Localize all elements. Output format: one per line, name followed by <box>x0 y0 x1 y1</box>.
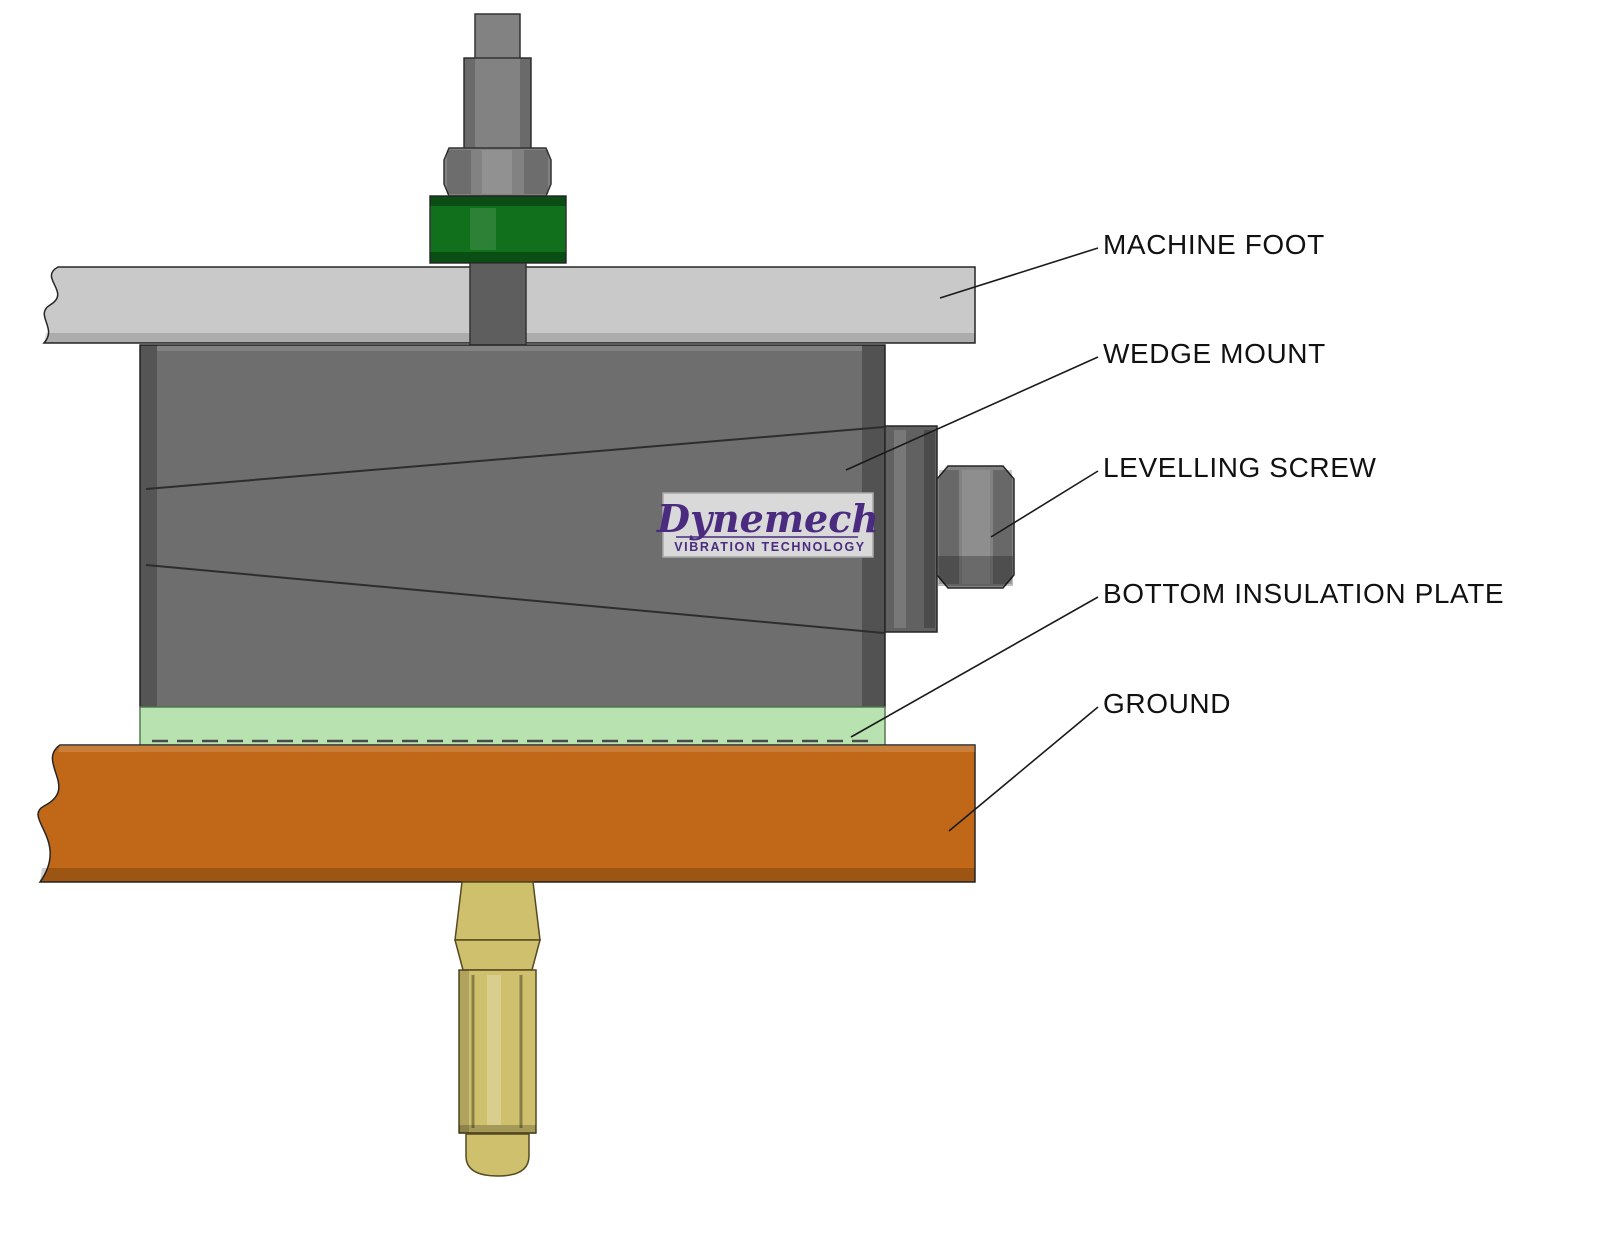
label-bottom-insulation-plate: BOTTOM INSULATION PLATE <box>1103 578 1504 609</box>
nut-facet-highlight <box>482 150 512 194</box>
label-ground: GROUND <box>1103 688 1231 719</box>
collar-top-shade <box>430 196 566 206</box>
bolt-lower-shaft <box>469 261 527 349</box>
ground-top-highlight <box>58 745 975 752</box>
anchor-tip <box>465 1133 530 1177</box>
bolt-shaft-shade-left <box>464 58 475 150</box>
nut-facet-left <box>447 150 471 194</box>
green-collar <box>429 195 567 264</box>
bolt-upper-shaft <box>463 57 532 151</box>
anchor-cone-upper <box>454 881 541 941</box>
collar-bottom-shade <box>430 252 566 263</box>
bolt-shaft-shade-right <box>520 58 531 150</box>
ground-shape <box>37 744 976 883</box>
hex-facet-right <box>993 470 1012 584</box>
label-wedge-mount: WEDGE MOUNT <box>1103 338 1326 369</box>
callout-labels: MACHINE FOOT WEDGE MOUNT LEVELLING SCREW… <box>1103 229 1504 719</box>
bolt-square-head <box>474 13 521 63</box>
leader-wedge-mount <box>845 356 1099 471</box>
bottom-insulation-plate <box>139 706 886 748</box>
leader-lines <box>845 247 1099 832</box>
logo-background <box>662 492 874 558</box>
dynemech-logo: Dynemech VIBRATION TECHNOLOGY <box>656 492 879 558</box>
logo-tagline-text: VIBRATION TECHNOLOGY <box>674 540 866 554</box>
wedge-lower-line <box>145 564 885 634</box>
ground-bottom-shade <box>40 868 975 882</box>
anchor-cone-lower <box>454 939 541 971</box>
screw-boss-highlight <box>894 430 906 628</box>
levelling-screw-hex-nut <box>936 465 1015 589</box>
anchor-bolt <box>454 881 541 1177</box>
levelling-screw-assembly <box>884 425 1015 633</box>
anchor-highlight <box>487 975 501 1125</box>
logo-name-text: Dynemech <box>656 496 879 541</box>
hex-facet-highlight <box>962 470 990 584</box>
screw-boss <box>884 425 938 633</box>
screw-boss-shade <box>924 430 935 628</box>
hex-facet-left <box>939 470 959 584</box>
leader-levelling-screw <box>990 470 1099 538</box>
hex-bottom-shade <box>938 556 1013 586</box>
anchor-sleeve <box>458 969 537 1134</box>
anchor-left-shade <box>459 970 469 1133</box>
label-machine-foot: MACHINE FOOT <box>1103 229 1325 260</box>
label-levelling-screw: LEVELLING SCREW <box>1103 452 1377 483</box>
wedge-upper-line <box>145 426 885 490</box>
leader-machine-foot <box>939 247 1099 299</box>
mount-top-highlight <box>157 346 862 351</box>
collar-highlight <box>470 208 496 250</box>
nut-facet-right <box>524 150 548 194</box>
ground-plate <box>37 744 976 883</box>
leader-bottom-insulation-plate <box>850 596 1099 738</box>
leader-ground <box>948 706 1099 832</box>
anchor-band-shade <box>459 1125 536 1134</box>
top-bolt-assembly <box>429 13 567 349</box>
mount-left-edge-shade <box>140 345 157 707</box>
